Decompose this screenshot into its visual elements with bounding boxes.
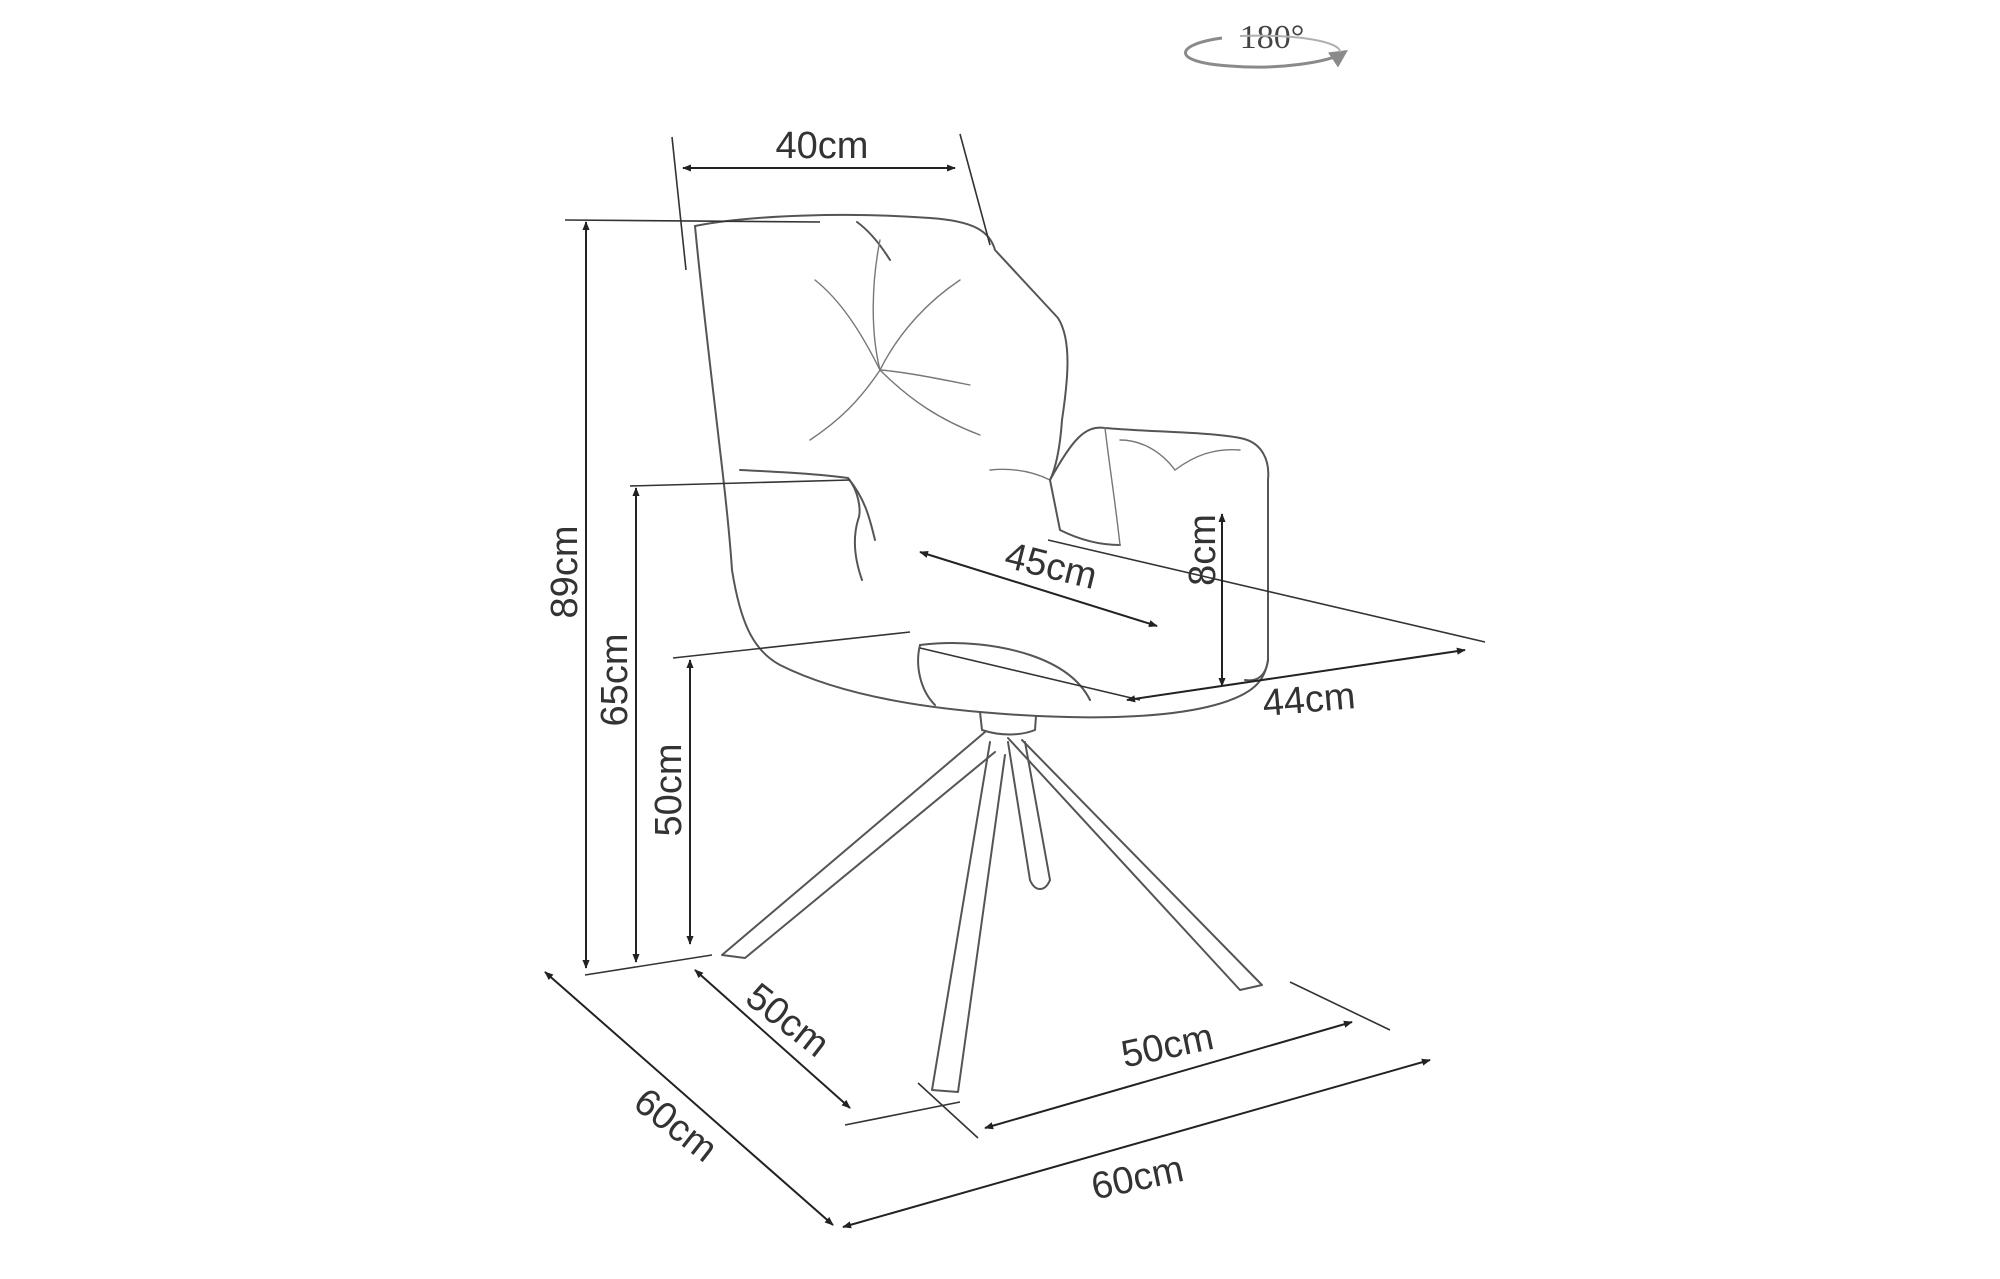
dimension-seat-width: 44cm [1126, 647, 1466, 725]
dimension-armrest-thickness: 8cm [1182, 513, 1226, 687]
dimension-base-width: 50cm [984, 1016, 1353, 1130]
chair-armrest-left [739, 469, 863, 581]
overall-width-label: 60cm [1088, 1148, 1188, 1208]
chair-backrest [694, 213, 1069, 481]
backrest-width-label: 40cm [776, 125, 869, 167]
rotation-indicator: 180° [1184, 19, 1348, 69]
dimension-total-height: 89cm [544, 221, 590, 969]
base-width-label: 50cm [1118, 1016, 1218, 1076]
dimension-backrest-width: 40cm [682, 125, 956, 172]
seat-width-label: 44cm [1261, 675, 1357, 725]
chair-sketch [694, 213, 1270, 1093]
dimension-base-depth: 50cm [694, 969, 851, 1109]
armrest-height-label: 65cm [594, 634, 636, 727]
overall-depth-label: 60cm [626, 1080, 725, 1170]
seat-depth-label: 45cm [1001, 535, 1101, 598]
rotate-arrow-icon [1184, 34, 1348, 69]
extension-lines [564, 133, 1486, 1139]
armrest-thickness-label: 8cm [1182, 514, 1224, 586]
dimension-armrest-height: 65cm [594, 487, 640, 963]
dimension-seat-depth: 45cm [919, 535, 1158, 628]
seat-height-label: 50cm [648, 744, 690, 837]
dimension-seat-height: 50cm [648, 659, 694, 945]
chair-seat [731, 569, 1269, 719]
total-height-label: 89cm [544, 526, 586, 619]
